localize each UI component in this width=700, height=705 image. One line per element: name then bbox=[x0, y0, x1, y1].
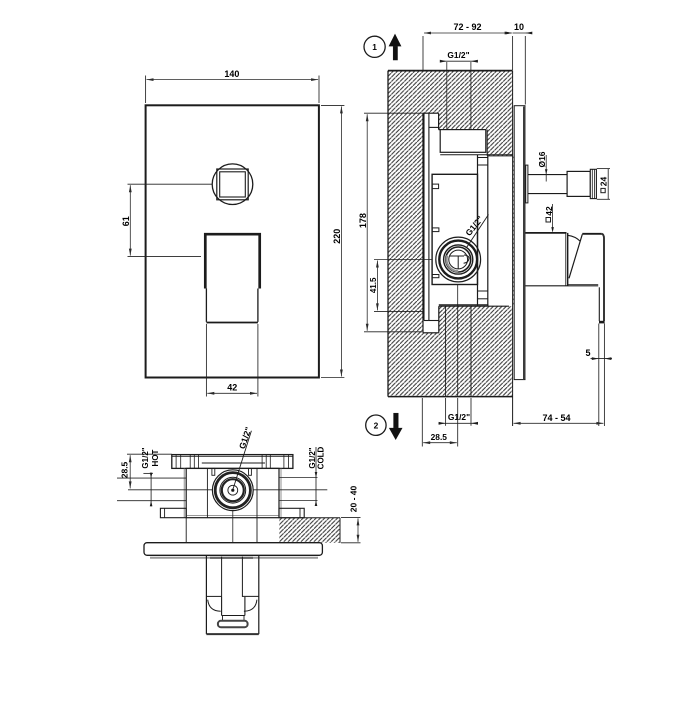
svg-text:HOT: HOT bbox=[151, 449, 160, 466]
svg-text:2: 2 bbox=[374, 420, 379, 430]
svg-text:G1/2": G1/2" bbox=[447, 50, 469, 60]
svg-text:24: 24 bbox=[598, 177, 608, 187]
svg-text:74 - 54: 74 - 54 bbox=[542, 413, 570, 423]
svg-text:220: 220 bbox=[332, 229, 342, 244]
svg-text:72 - 92: 72 - 92 bbox=[453, 22, 481, 32]
svg-text:28.5: 28.5 bbox=[120, 461, 130, 478]
svg-text:Ø16: Ø16 bbox=[537, 151, 547, 167]
svg-text:G1/2": G1/2" bbox=[308, 447, 317, 468]
svg-text:178: 178 bbox=[358, 213, 368, 228]
svg-text:42: 42 bbox=[544, 206, 554, 216]
svg-text:140: 140 bbox=[224, 69, 239, 79]
svg-text:G1/2": G1/2" bbox=[141, 447, 150, 468]
svg-text:10: 10 bbox=[514, 22, 524, 32]
svg-text:61: 61 bbox=[121, 216, 131, 226]
svg-text:41.5: 41.5 bbox=[369, 277, 378, 293]
svg-text:G1/2": G1/2" bbox=[448, 412, 470, 422]
svg-text:20 - 40: 20 - 40 bbox=[348, 485, 358, 512]
svg-text:28.5: 28.5 bbox=[431, 432, 448, 442]
svg-text:1: 1 bbox=[372, 42, 377, 52]
svg-text:5: 5 bbox=[585, 348, 590, 358]
svg-text:42: 42 bbox=[227, 383, 237, 393]
svg-text:COLD: COLD bbox=[317, 446, 326, 469]
